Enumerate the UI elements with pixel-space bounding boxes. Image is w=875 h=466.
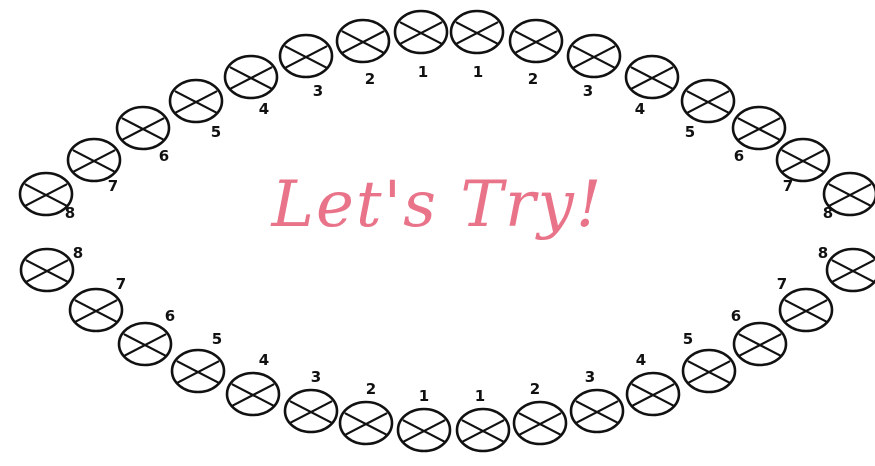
- lower-tooth: [514, 402, 566, 444]
- lower-tooth: [285, 390, 337, 432]
- upper-tooth-number: 3: [313, 82, 323, 100]
- upper-tooth: [395, 11, 447, 53]
- upper-tooth-number: 3: [583, 82, 593, 100]
- lower-tooth-number: 6: [165, 307, 175, 325]
- lower-tooth-number: 3: [585, 368, 595, 386]
- lower-tooth-number: 3: [311, 368, 321, 386]
- lower-tooth: [457, 409, 509, 451]
- lower-tooth: [227, 373, 279, 415]
- upper-tooth-number: 1: [473, 63, 483, 81]
- upper-tooth: [170, 80, 222, 122]
- lower-tooth: [827, 249, 875, 291]
- upper-tooth-number: 6: [734, 147, 744, 165]
- lower-tooth: [340, 402, 392, 444]
- upper-tooth-number: 5: [211, 123, 221, 141]
- upper-tooth: [626, 56, 678, 98]
- upper-tooth: [733, 107, 785, 149]
- upper-tooth: [682, 80, 734, 122]
- lower-tooth-number: 4: [259, 351, 269, 369]
- lower-tooth: [571, 390, 623, 432]
- upper-tooth: [225, 56, 277, 98]
- lower-tooth-number: 7: [777, 275, 787, 293]
- lower-tooth: [398, 409, 450, 451]
- lower-tooth: [172, 350, 224, 392]
- upper-tooth-number: 5: [685, 123, 695, 141]
- lower-tooth: [70, 289, 122, 331]
- lower-tooth: [734, 323, 786, 365]
- upper-tooth: [117, 107, 169, 149]
- lower-tooth-number: 8: [73, 244, 83, 262]
- lower-tooth-number: 6: [731, 307, 741, 325]
- lower-tooth: [780, 289, 832, 331]
- upper-tooth: [337, 20, 389, 62]
- page-title: Let's Try!: [0, 168, 875, 242]
- lower-tooth-number: 5: [212, 330, 222, 348]
- upper-tooth: [510, 20, 562, 62]
- lower-tooth-number: 4: [636, 351, 646, 369]
- lower-tooth: [627, 373, 679, 415]
- lower-tooth-number: 5: [683, 330, 693, 348]
- lower-tooth: [21, 249, 73, 291]
- lower-arch: 8 7 6 5 4 3 2 1 1 2 3 4 5 6 7 8: [21, 244, 875, 451]
- lower-tooth: [683, 350, 735, 392]
- lower-tooth-number: 2: [366, 380, 376, 398]
- upper-tooth-number: 6: [159, 147, 169, 165]
- upper-tooth: [568, 35, 620, 77]
- lower-tooth-number: 8: [818, 244, 828, 262]
- upper-tooth: [280, 35, 332, 77]
- lower-tooth-number: 1: [419, 387, 429, 405]
- lower-tooth-number: 7: [116, 275, 126, 293]
- lower-tooth: [119, 323, 171, 365]
- lower-tooth-number: 1: [475, 387, 485, 405]
- upper-tooth-number: 1: [418, 63, 428, 81]
- upper-tooth-number: 2: [365, 70, 375, 88]
- upper-tooth-number: 2: [528, 70, 538, 88]
- upper-tooth: [451, 11, 503, 53]
- upper-tooth-number: 4: [259, 100, 269, 118]
- upper-tooth-number: 4: [635, 100, 645, 118]
- lower-tooth-number: 2: [530, 380, 540, 398]
